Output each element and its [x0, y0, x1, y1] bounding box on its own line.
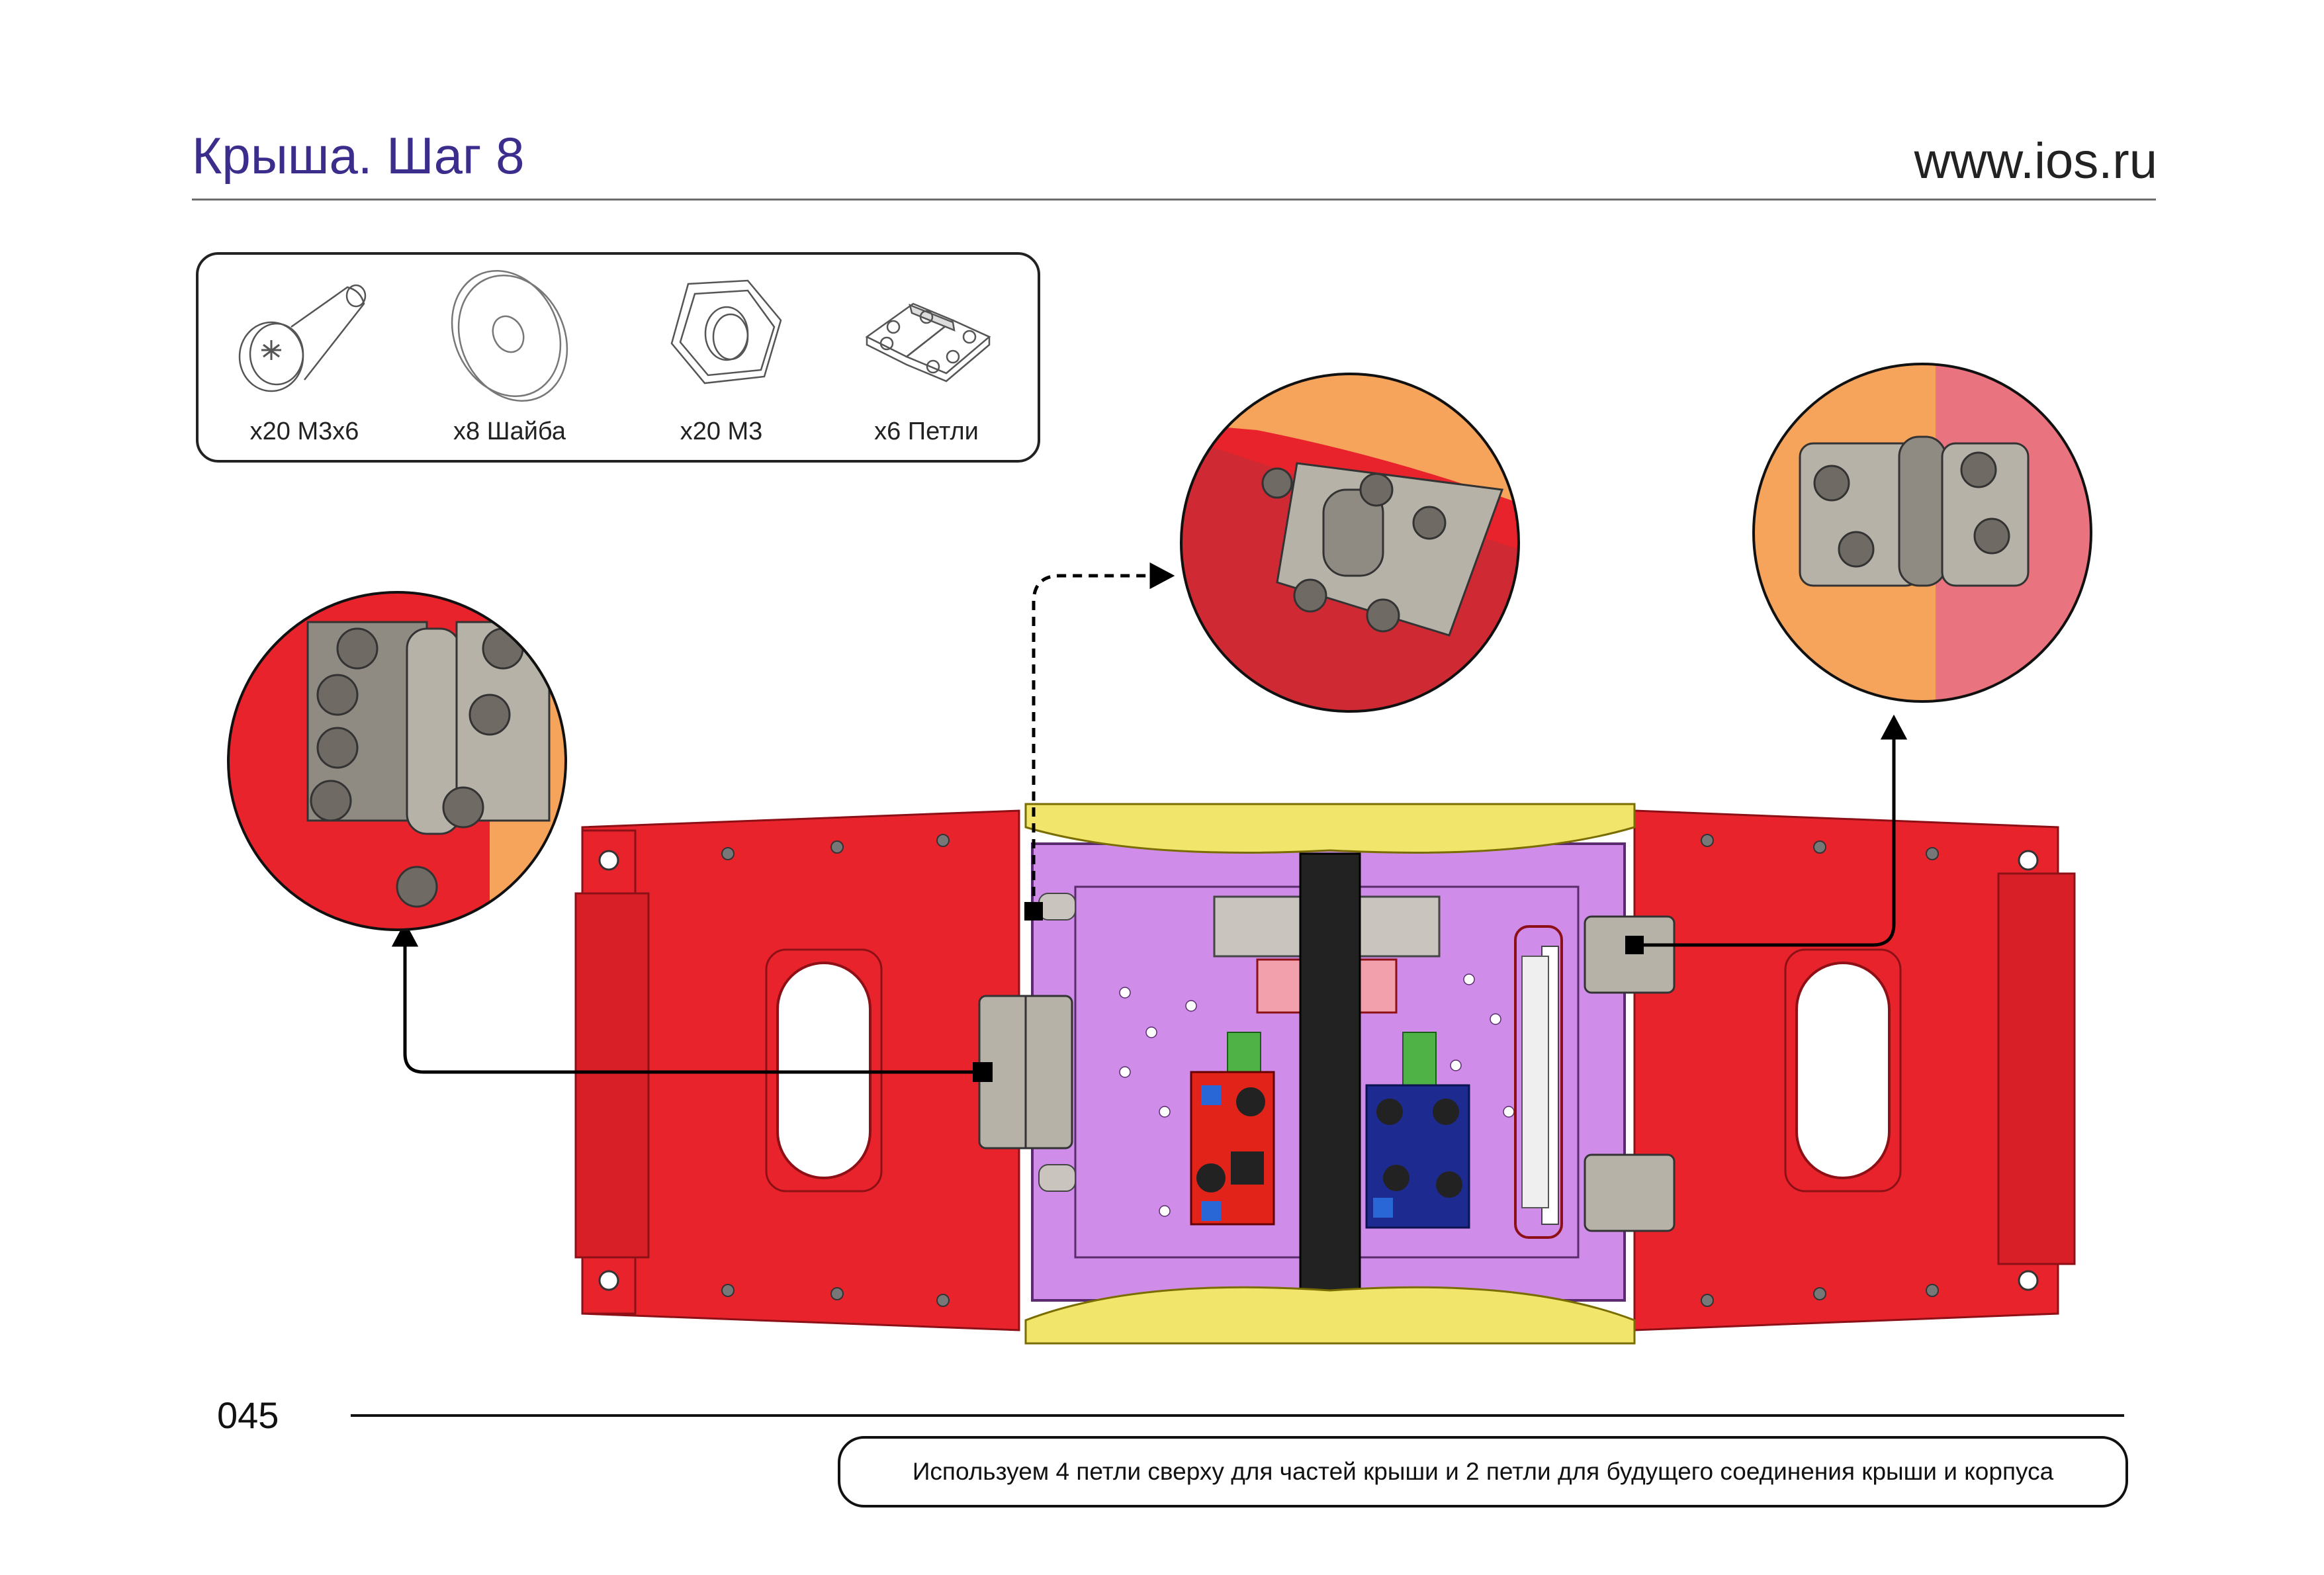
page-number: 045	[217, 1394, 279, 1436]
part-hinge: x6 Петли	[827, 264, 1026, 463]
instruction-note: Используем 4 петли сверху для частей кры…	[838, 1436, 2128, 1508]
part-screw: x20 M3x6	[205, 264, 404, 463]
header-divider	[192, 199, 2156, 201]
detail-view-middle	[1180, 373, 1520, 713]
washer-icon	[451, 270, 568, 402]
right-roof-panel	[1633, 809, 2076, 1331]
part-label: x8 Шайба	[453, 418, 566, 445]
hinges	[978, 915, 1676, 1232]
callout-arrows	[391, 562, 1908, 1082]
site-url: www.ios.ru	[1914, 133, 2157, 189]
part-washer: x8 Шайба	[410, 264, 609, 463]
part-label: x20 M3	[680, 418, 763, 445]
detail-view-left	[227, 591, 567, 931]
yellow-bars	[1024, 803, 1636, 1345]
controller-boards	[1190, 1032, 1470, 1229]
screw-icon	[238, 284, 367, 392]
black-spine	[1299, 852, 1361, 1292]
footer-divider	[351, 1414, 2124, 1417]
parts-list: x20 M3x6 x8 Шайба x20 M3	[196, 252, 1040, 463]
detail-view-right	[1752, 363, 2092, 703]
page-title: Крыша. Шаг 8	[192, 126, 525, 185]
hinge-icon	[865, 302, 991, 382]
nut-icon	[670, 279, 782, 384]
part-nut: x20 M3	[622, 264, 821, 463]
part-label: x6 Петли	[874, 418, 979, 445]
part-label: x20 M3x6	[249, 418, 359, 445]
